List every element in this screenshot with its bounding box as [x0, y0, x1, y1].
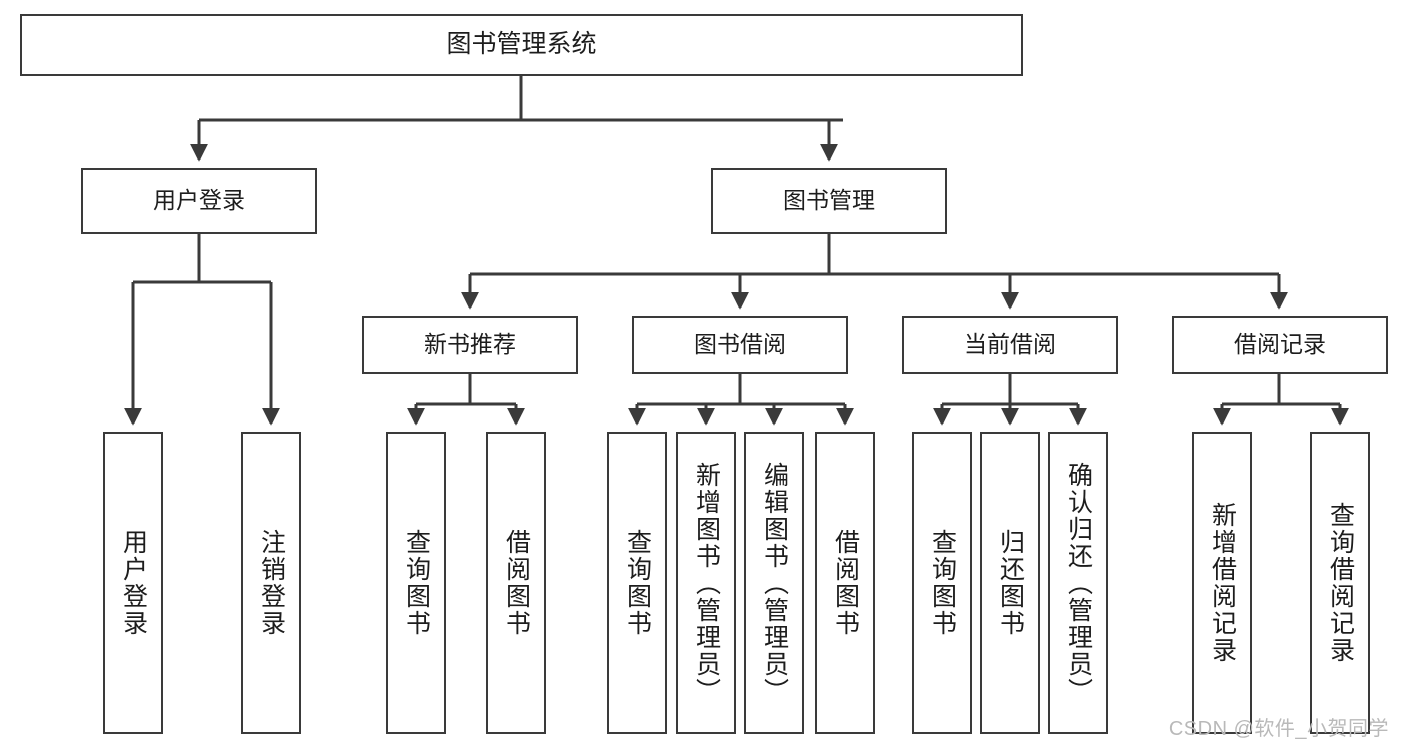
node-user-login-label: 用户登录	[153, 187, 245, 214]
leaf-add-borrow-record[interactable]: 新增借阅记录	[1192, 432, 1252, 734]
node-borrow-record-label: 借阅记录	[1234, 331, 1326, 358]
leaf-add-book-admin-label: 新增图书（管理员）	[692, 461, 721, 705]
node-root-label: 图书管理系统	[446, 30, 597, 59]
leaf-confirm-return-admin-label: 确认归还（管理员）	[1064, 461, 1093, 705]
leaf-query-book-current[interactable]: 查询图书	[912, 432, 972, 734]
node-book-management[interactable]: 图书管理	[711, 168, 947, 234]
node-user-login[interactable]: 用户登录	[81, 168, 317, 234]
leaf-logout-label: 注销登录	[257, 529, 286, 637]
node-root[interactable]: 图书管理系统	[20, 14, 1023, 76]
leaf-return-book[interactable]: 归还图书	[980, 432, 1040, 734]
node-current-borrow-label: 当前借阅	[964, 331, 1056, 358]
leaf-confirm-return-admin[interactable]: 确认归还（管理员）	[1048, 432, 1108, 734]
leaf-logout[interactable]: 注销登录	[241, 432, 301, 734]
leaf-query-borrow-record-label: 查询借阅记录	[1326, 502, 1355, 664]
leaf-edit-book-admin-label: 编辑图书（管理员）	[760, 461, 789, 705]
leaf-add-borrow-record-label: 新增借阅记录	[1208, 502, 1237, 664]
leaf-borrow-book[interactable]: 借阅图书	[815, 432, 875, 734]
leaf-borrow-book-recommend-label: 借阅图书	[502, 529, 531, 637]
leaf-user-login-label: 用户登录	[119, 529, 148, 637]
leaf-borrow-book-recommend[interactable]: 借阅图书	[486, 432, 546, 734]
node-new-book-recommendation[interactable]: 新书推荐	[362, 316, 578, 374]
leaf-edit-book-admin[interactable]: 编辑图书（管理员）	[744, 432, 804, 734]
leaf-query-book-borrow[interactable]: 查询图书	[607, 432, 667, 734]
node-borrow-record[interactable]: 借阅记录	[1172, 316, 1388, 374]
csdn-watermark: CSDN @软件_小贺同学	[1168, 718, 1389, 740]
leaf-borrow-book-label: 借阅图书	[831, 529, 860, 637]
leaf-query-borrow-record[interactable]: 查询借阅记录	[1310, 432, 1370, 734]
node-current-borrow[interactable]: 当前借阅	[902, 316, 1118, 374]
leaf-query-book-borrow-label: 查询图书	[623, 529, 652, 637]
node-book-management-label: 图书管理	[783, 187, 875, 214]
leaf-query-book-recommend[interactable]: 查询图书	[386, 432, 446, 734]
leaf-query-book-recommend-label: 查询图书	[402, 529, 431, 637]
node-book-borrow-label: 图书借阅	[694, 331, 786, 358]
node-book-borrow[interactable]: 图书借阅	[632, 316, 848, 374]
leaf-query-book-current-label: 查询图书	[928, 529, 957, 637]
leaf-add-book-admin[interactable]: 新增图书（管理员）	[676, 432, 736, 734]
leaf-return-book-label: 归还图书	[996, 529, 1025, 637]
leaf-user-login[interactable]: 用户登录	[103, 432, 163, 734]
node-new-book-recommendation-label: 新书推荐	[424, 331, 516, 358]
